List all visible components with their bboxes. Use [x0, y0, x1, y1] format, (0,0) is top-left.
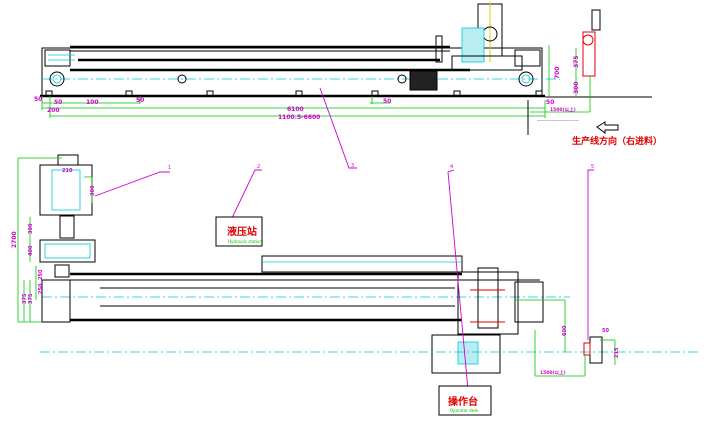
leader-line: [231, 169, 262, 219]
console-panel: [457, 341, 479, 365]
dim-label: 6100: [287, 106, 304, 113]
stop-post: [435, 35, 443, 63]
dim-label: 375: [573, 55, 580, 68]
callouts: 1 2 3 4 5: [94, 87, 594, 391]
dim-label: 1500(以上): [540, 369, 566, 376]
carriage: [457, 271, 519, 335]
dim-label: 100: [86, 99, 99, 106]
dim-label: 1100.5-6600: [278, 114, 320, 121]
right-wheel-icon: [518, 71, 534, 87]
hydraulic-pump: [59, 215, 75, 239]
leader-line: [319, 87, 357, 169]
left-end-block: [41, 279, 71, 323]
production-direction-label: 生产线方向（右进料）: [572, 135, 662, 147]
fixture-valve: [582, 34, 594, 46]
valve-block: [39, 239, 96, 263]
left-wheel-hub: [52, 74, 62, 84]
tank-inner: [51, 169, 81, 211]
side-unit-valve: [583, 342, 591, 356]
operator-console-subtitle: Operator desk: [450, 408, 479, 413]
dim-label: 375: [22, 293, 28, 304]
dim-label: 50: [602, 328, 609, 334]
callout-number: 1: [168, 165, 171, 171]
leader-line: [94, 171, 170, 197]
dim-label: 300: [90, 185, 96, 196]
side-fixture: [582, 31, 596, 77]
right-clamp: [514, 49, 541, 67]
dim-label: 700: [554, 66, 561, 79]
dim-label: 300: [573, 81, 580, 94]
dim-label: 375: [28, 293, 34, 304]
fixture-arm: [591, 9, 601, 31]
dim-label: 50: [34, 96, 42, 103]
callout-number: 4: [450, 164, 453, 170]
leader-line: [447, 169, 469, 391]
dim-label: 50: [546, 99, 554, 106]
dim-label: 50: [383, 98, 391, 105]
plan-dimensions: [17, 157, 616, 377]
callout-number: 5: [591, 164, 594, 170]
dim-label: 50: [54, 99, 62, 106]
nameplate: [409, 70, 438, 91]
elevation-view: 50 50 100 50 200 50 6100 1100.5-6600 700…: [34, 2, 662, 147]
callout-number: 3: [351, 163, 354, 169]
valve-inner: [44, 243, 91, 259]
dim-label: 2700: [11, 231, 18, 248]
side-unit: [589, 336, 603, 364]
dim-label: 210: [62, 168, 73, 174]
operator-console-title: 操作台: [448, 395, 478, 408]
carriage-base: [451, 55, 523, 71]
dim-label: 215: [614, 347, 620, 358]
dim-label: 50: [136, 97, 144, 104]
direction-note: ————————————: [537, 118, 580, 122]
dim-label: 600: [562, 325, 568, 336]
dim-label: 400: [28, 245, 34, 256]
hole: [177, 74, 187, 84]
dim-label: 300: [28, 223, 34, 234]
right-end-block: [514, 281, 544, 323]
plan-view: 2700 210 300 300 400 250 375 375 250 600…: [11, 154, 700, 377]
spindle: [477, 267, 499, 329]
leader-line: [587, 169, 594, 340]
right-wheel-hub: [521, 74, 531, 84]
hydraulic-station-label: 液压站 Hydraulic station: [215, 216, 263, 247]
hydraulic-motor: [57, 154, 79, 166]
arrow-left-icon: [596, 121, 619, 134]
coupling: [54, 264, 70, 278]
dim-label: 1500(以上): [550, 106, 576, 113]
hydraulic-station-subtitle: Hydraulic station: [228, 239, 262, 244]
hydraulic-station-title: 液压站: [227, 225, 257, 238]
elevation-dimensions: [41, 45, 591, 135]
feet: [45, 90, 543, 97]
dim-label: 250: [38, 283, 44, 294]
dim-label: 250: [38, 269, 44, 280]
hole: [397, 74, 407, 84]
operator-console-label: 操作台 Operator desk: [438, 385, 492, 416]
left-clamp: [44, 49, 71, 67]
motor-block: [461, 27, 485, 63]
callout-number: 2: [257, 164, 260, 170]
left-wheel-icon: [49, 71, 65, 87]
dim-label: 200: [47, 107, 60, 114]
upper-guide: [261, 255, 463, 273]
